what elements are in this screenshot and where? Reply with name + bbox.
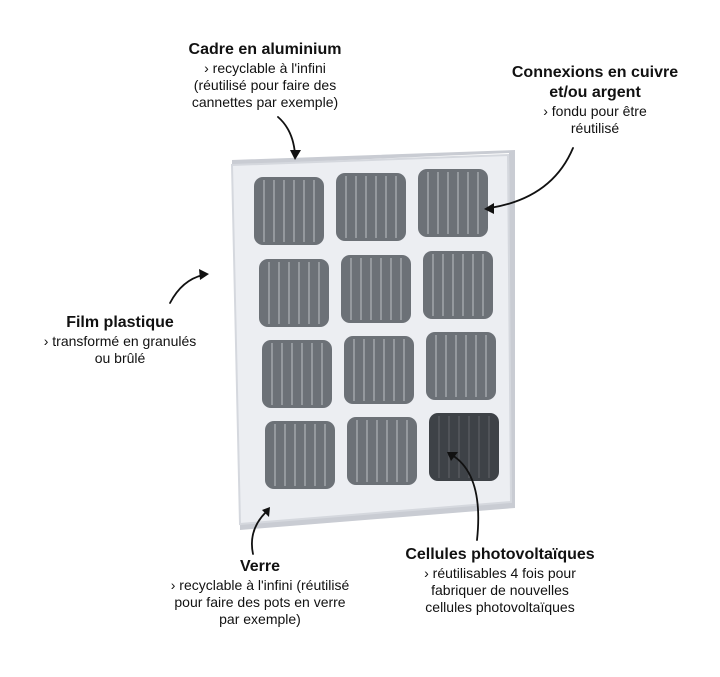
annotation-line: cellules photovoltaïques (425, 599, 575, 615)
annotation-line: › transformé en granulés (43, 333, 197, 349)
annotation-title: Verre (239, 558, 281, 575)
annotation-line: › fondu pour être (543, 103, 647, 119)
annotation-line: pour faire des pots en verre (174, 594, 346, 610)
cell-body (426, 332, 496, 400)
cell (426, 332, 496, 400)
annotation-verre: Verre › recyclable à l'infini (réutilisé… (140, 557, 380, 628)
cell (344, 336, 414, 404)
cell-body (418, 169, 488, 237)
arrowhead-film (199, 269, 209, 280)
arrowhead-cadre (290, 150, 301, 160)
annotation-title: Connexions en cuivre (511, 64, 679, 81)
annotation-title: Cadre en aluminium (188, 41, 342, 58)
arrowhead-verre (262, 507, 270, 517)
annotation-line: › recyclable à l'infini (204, 60, 326, 76)
cell (259, 259, 329, 327)
annotation-cadre-aluminium: Cadre en aluminium › recyclable à l'infi… (155, 40, 375, 111)
annotation-line: par exemple) (219, 611, 301, 627)
annotation-connexions: Connexions en cuivre et/ou argent › fond… (490, 63, 700, 137)
cell (341, 255, 411, 323)
cell (418, 169, 488, 237)
cell-body (347, 417, 417, 485)
cell (336, 173, 406, 241)
cell (347, 417, 417, 485)
cell-body (254, 177, 324, 245)
annotation-line: cannettes par exemple) (191, 94, 339, 110)
annotation-line: › recyclable à l'infini (réutilisé (170, 577, 350, 593)
annotation-film-plastique: Film plastique › transformé en granulés … (20, 313, 220, 367)
cell-body (265, 421, 335, 489)
annotation-title: Film plastique (66, 314, 174, 331)
cell-body (344, 336, 414, 404)
annotation-title: et/ou argent (549, 84, 641, 101)
arrowhead-cellules (447, 452, 458, 461)
cell-highlighted (429, 413, 499, 481)
cell (254, 177, 324, 245)
cell-body (429, 413, 499, 481)
annotation-cellules-photovoltaiques: Cellules photovoltaïques › réutilisables… (385, 545, 615, 616)
cell-body (336, 173, 406, 241)
cell-body (259, 259, 329, 327)
cell-body (341, 255, 411, 323)
arrow-cadre (277, 116, 296, 155)
annotation-title: Cellules photovoltaïques (405, 546, 595, 563)
arrow-connexions (489, 147, 574, 209)
annotation-line: fabriquer de nouvelles (431, 582, 569, 598)
arrow-cellules (451, 454, 480, 541)
arrow-verre (251, 511, 267, 555)
annotation-line: ou brûlé (94, 350, 146, 366)
annotation-line: réutilisé (570, 120, 620, 136)
arrowhead-connexions (484, 203, 494, 214)
cell (262, 340, 332, 408)
cell-body (423, 251, 493, 319)
cell (265, 421, 335, 489)
annotation-line: › réutilisables 4 fois pour (424, 565, 576, 581)
arrow-film (169, 274, 204, 304)
photovoltaic-cells (254, 169, 499, 489)
cell (423, 251, 493, 319)
annotation-line: (réutilisé pour faire des (193, 77, 337, 93)
cell-body (262, 340, 332, 408)
